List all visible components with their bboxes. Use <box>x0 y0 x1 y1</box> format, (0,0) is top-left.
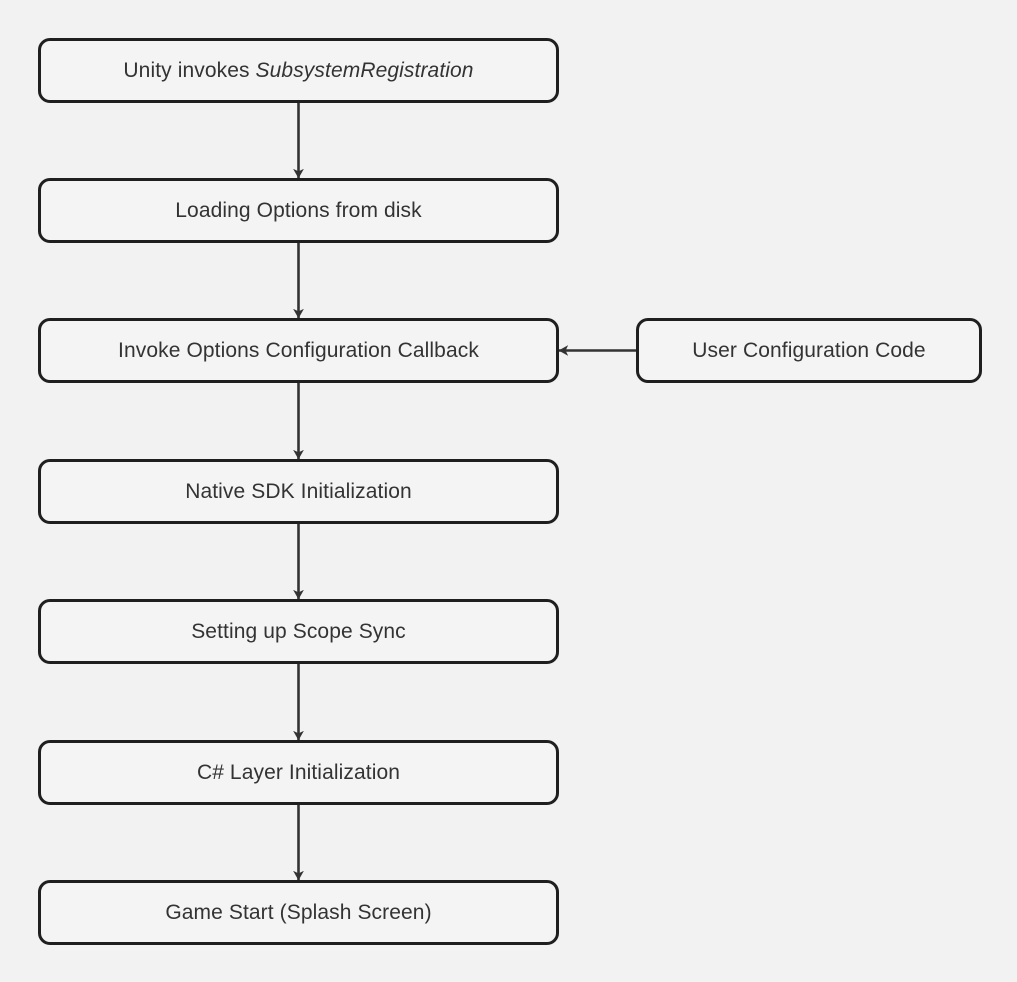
node-csharp-layer-init[interactable]: C# Layer Initialization <box>38 740 559 805</box>
node-user-configuration-code[interactable]: User Configuration Code <box>636 318 982 383</box>
node-label-emphasis: SubsystemRegistration <box>255 58 474 82</box>
node-label-game-start: Game Start (Splash Screen) <box>165 900 432 924</box>
node-label-prefix: Unity invokes <box>123 58 256 82</box>
node-label-invoke-options-callback: Invoke Options Configuration Callback <box>118 338 479 362</box>
node-subsystem-registration[interactable]: Unity invokes SubsystemRegistration <box>38 38 559 103</box>
node-label-subsystem-registration: Unity invokes SubsystemRegistration <box>123 58 473 83</box>
node-label-native-sdk-init: Native SDK Initialization <box>185 479 412 503</box>
node-label-loading-options: Loading Options from disk <box>175 198 422 222</box>
node-invoke-options-callback[interactable]: Invoke Options Configuration Callback <box>38 318 559 383</box>
node-label-scope-sync: Setting up Scope Sync <box>191 619 406 643</box>
node-game-start[interactable]: Game Start (Splash Screen) <box>38 880 559 945</box>
node-label-user-configuration-code: User Configuration Code <box>692 338 926 362</box>
node-label-csharp-layer-init: C# Layer Initialization <box>196 760 401 784</box>
node-scope-sync[interactable]: Setting up Scope Sync <box>38 599 559 664</box>
node-loading-options[interactable]: Loading Options from disk <box>38 178 559 243</box>
node-native-sdk-init[interactable]: Native SDK Initialization <box>38 459 559 524</box>
